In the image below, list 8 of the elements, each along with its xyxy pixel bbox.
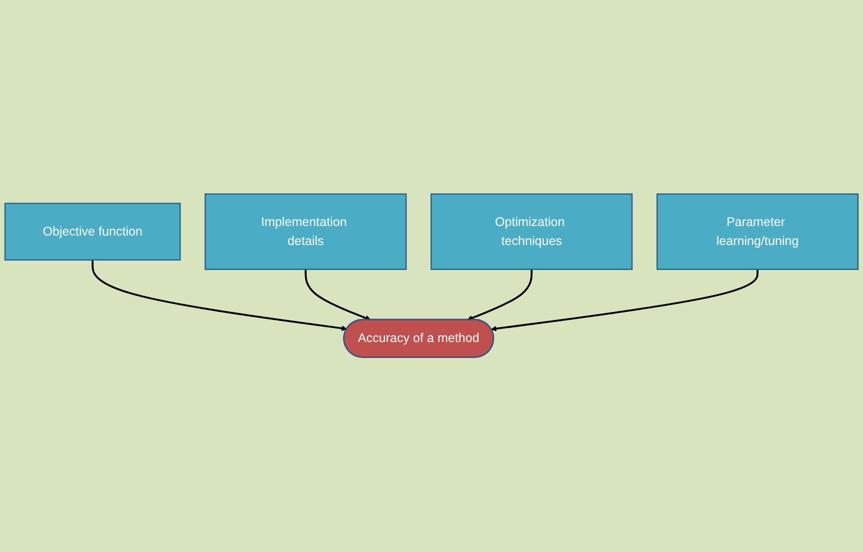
node-box: Objective function bbox=[4, 203, 181, 261]
node-box: Parameter learning/tuning bbox=[656, 194, 859, 270]
node-box: Optimization techniques bbox=[430, 194, 633, 270]
arrow bbox=[491, 270, 758, 332]
node-box: Implementation details bbox=[204, 194, 407, 270]
arrow bbox=[467, 270, 533, 321]
arrow bbox=[304, 270, 371, 321]
arrow bbox=[92, 260, 348, 332]
